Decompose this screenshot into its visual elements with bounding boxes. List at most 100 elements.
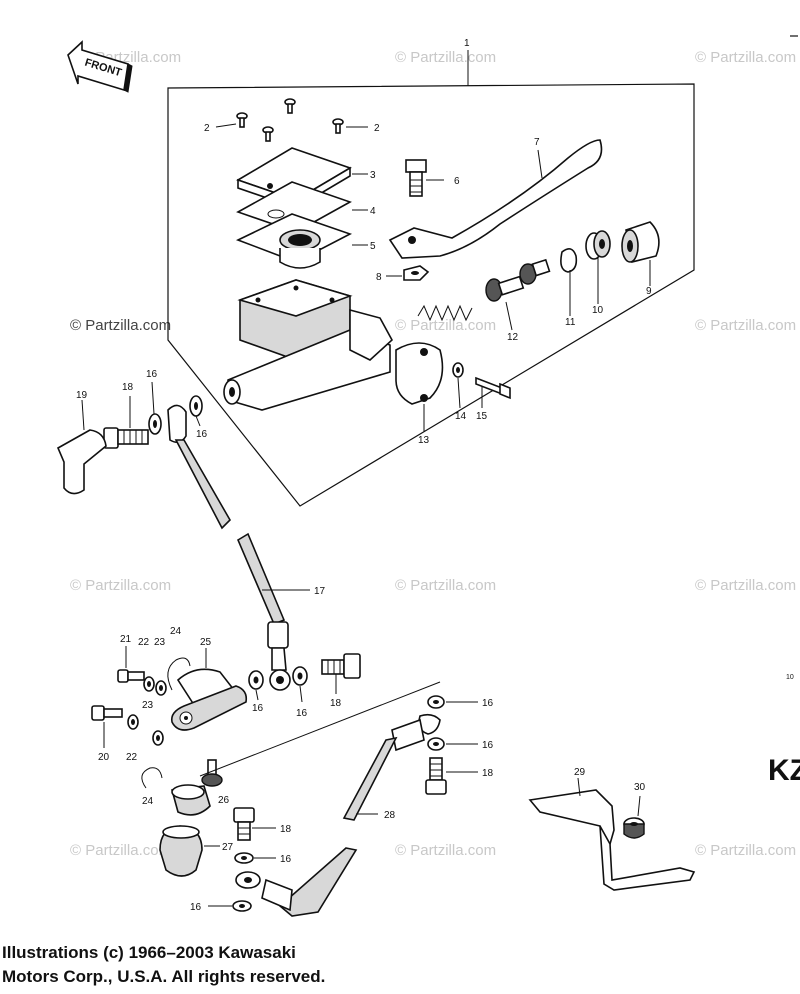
- callout-21: 21: [120, 634, 132, 645]
- callout-15: 15: [476, 411, 488, 422]
- circlip-11: [560, 248, 578, 316]
- clamp: [395, 342, 444, 432]
- callout-28: 28: [384, 810, 396, 821]
- brake-hose-upper: [167, 404, 310, 691]
- pivot-bolt: [405, 159, 444, 197]
- washer-10: [585, 230, 611, 304]
- callout-16: 16: [196, 429, 208, 440]
- callout-24: 24: [142, 796, 154, 807]
- banjo-bolt-lower-right: [425, 757, 478, 795]
- callout-2: 2: [204, 123, 210, 134]
- grommet-30: [623, 795, 645, 839]
- spring-24: [167, 657, 191, 691]
- callouts: 1 2 2 3 4 5 6 7 8 9 10 11 12 13 14 15 16…: [76, 38, 652, 913]
- watermark: © Partzilla.com: [70, 577, 171, 594]
- banjo-bolt-upper: [103, 396, 149, 449]
- watermark: © Partzilla.com: [395, 317, 496, 334]
- callout-20: 20: [98, 752, 110, 763]
- bolt-15: [475, 376, 511, 408]
- washer-14: [452, 362, 464, 409]
- banjo-cap-19: [56, 399, 107, 495]
- callout-24: 24: [170, 626, 182, 637]
- washer-22: [143, 676, 155, 692]
- callout-25: 25: [200, 637, 212, 648]
- callout-16: 16: [482, 740, 494, 751]
- callout-30: 30: [634, 782, 646, 793]
- watermark: © Partzilla.com: [395, 842, 496, 859]
- callout-3: 3: [370, 170, 376, 181]
- callout-2: 2: [374, 123, 380, 134]
- edge-fragment: 10: [786, 674, 794, 681]
- callout-23: 23: [142, 700, 154, 711]
- sealing-washer: [148, 381, 162, 435]
- callout-9: 9: [646, 286, 652, 297]
- watermark: © Partzilla.com: [395, 577, 496, 594]
- callout-16: 16: [280, 854, 292, 865]
- watermarks: © Partzilla.com © Partzilla.com © Partzi…: [70, 49, 796, 859]
- dust-boot-9: [621, 221, 660, 286]
- sealing-washer: [248, 670, 264, 701]
- banjo-bolt-middle: [321, 653, 361, 694]
- model-fragment: KZ: [768, 754, 800, 787]
- sealing-washer: [189, 395, 203, 427]
- watermark: © Partzilla.com: [695, 317, 796, 334]
- callout-26: 26: [218, 795, 230, 806]
- watermark: © Partzilla.com: [70, 317, 171, 334]
- washer-22b: [127, 714, 139, 730]
- watermark: © Partzilla.com: [695, 577, 796, 594]
- callout-29: 29: [574, 767, 586, 778]
- washer-23: [155, 680, 167, 696]
- switch-bolt-20: [91, 705, 123, 748]
- callout-22: 22: [126, 752, 138, 763]
- callout-18: 18: [122, 382, 134, 393]
- callout-13: 13: [418, 435, 430, 446]
- callout-16: 16: [482, 698, 494, 709]
- sealing-washer: [427, 737, 478, 751]
- pivot-nut: [386, 265, 430, 281]
- front-arrow-icon: FRONT: [67, 40, 133, 93]
- callout-18: 18: [330, 698, 342, 709]
- callout-12: 12: [507, 332, 519, 343]
- callout-19: 19: [76, 390, 88, 401]
- brake-hose-lower: [235, 713, 441, 917]
- switch-cover-27: [159, 825, 220, 877]
- watermark: © Partzilla.com: [695, 842, 796, 859]
- callout-14: 14: [455, 411, 467, 422]
- callout-7: 7: [534, 137, 540, 148]
- washer-23b: [152, 730, 164, 746]
- switch-bracket-25: [170, 648, 248, 731]
- callout-16: 16: [296, 708, 308, 719]
- callout-18: 18: [482, 768, 494, 779]
- callout-27: 27: [222, 842, 234, 853]
- spring-24b: [141, 767, 163, 789]
- sealing-washer: [292, 666, 308, 703]
- sealing-washer: [234, 852, 276, 864]
- copyright-line-2: Motors Corp., U.S.A. All rights reserved…: [2, 967, 326, 986]
- switch-bolt-21: [117, 646, 145, 683]
- callout-18: 18: [280, 824, 292, 835]
- copyright-notice: Illustrations (c) 1966–2003 Kawasaki Mot…: [2, 941, 325, 989]
- watermark: © Partzilla.com: [695, 49, 796, 66]
- master-cylinder-body: [223, 279, 394, 411]
- callout-11: 11: [565, 317, 576, 328]
- callout-22: 22: [138, 637, 150, 648]
- brake-lever: [388, 139, 603, 259]
- callout-16: 16: [146, 369, 158, 380]
- callout-23: 23: [154, 637, 166, 648]
- callout-16: 16: [190, 902, 202, 913]
- assembly-frame: [167, 50, 695, 507]
- bracket-29: [528, 777, 696, 891]
- callout-16: 16: [252, 703, 264, 714]
- piston-assembly: [417, 258, 551, 331]
- callout-6: 6: [454, 176, 460, 187]
- watermark: © Partzilla.com: [395, 49, 496, 66]
- brake-switch-26: [170, 759, 223, 816]
- watermark: © Partzilla.com: [70, 842, 171, 859]
- sealing-washer: [427, 695, 478, 709]
- callout-4: 4: [370, 206, 376, 217]
- callout-17: 17: [314, 586, 326, 597]
- reservoir-gasket: [235, 213, 368, 269]
- banjo-bolt-lower-left: [233, 807, 276, 841]
- cap-screws: [215, 98, 368, 142]
